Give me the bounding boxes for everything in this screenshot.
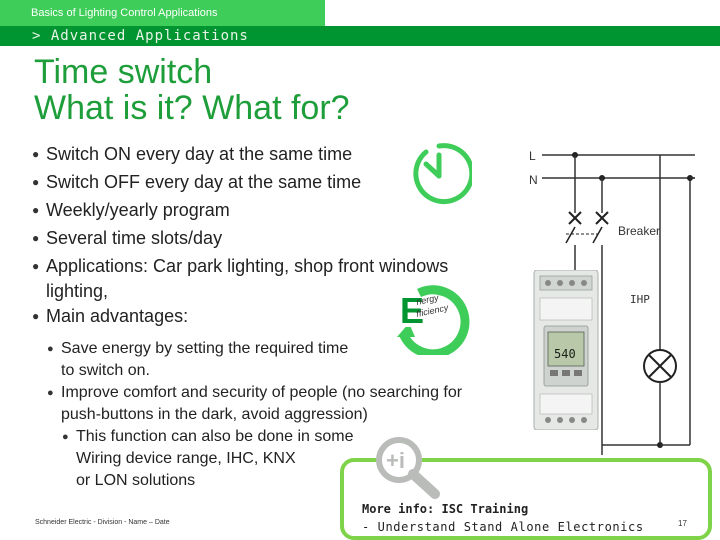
slide-title-line1: Time switch xyxy=(34,53,213,91)
footer-left: Schneider Electric - Division - Name – D… xyxy=(35,519,170,526)
sub-bullet-text: Improve comfort and security of people (… xyxy=(61,384,463,401)
sub-sub-bullet-text: Wiring device range, IHC, KNX xyxy=(76,450,296,467)
section-title: Basics of Lighting Control Applications xyxy=(31,7,218,19)
sub-bullet-item: Improve comfort and security of people (… xyxy=(47,382,512,426)
bullet-text: Applications: Car park lighting, shop fr… xyxy=(46,256,449,276)
wiring-diagram: L N Breaker IHP xyxy=(520,135,716,460)
section-banner: Basics of Lighting Control Applications xyxy=(0,0,325,26)
bullet-list: Switch ON every day at the same time Swi… xyxy=(32,140,512,492)
slide-title-line2: What is it? What for? xyxy=(34,89,350,127)
sub-bullet-text: Save energy by setting the required time xyxy=(61,340,349,357)
ihp-label: IHP xyxy=(630,293,650,306)
svg-text:+i: +i xyxy=(386,448,405,473)
energy-logo-line1: nergy xyxy=(415,292,440,307)
energy-efficiency-logo: E nergy fficiency xyxy=(395,285,475,360)
line-label-N: N xyxy=(529,173,538,187)
breaker-label: Breaker xyxy=(618,224,660,238)
bullet-item: Applications: Car park lighting, shop fr… xyxy=(32,252,512,302)
line-label-L: L xyxy=(529,149,536,163)
sub-sub-bullet-item: This function can also be done in some W… xyxy=(62,426,512,492)
bullet-text-continued: lighting, xyxy=(46,281,109,301)
page-number: 17 xyxy=(678,519,687,528)
info-magnifier-icon: +i xyxy=(373,436,445,505)
breaker-switch-icon xyxy=(565,211,609,244)
time-switch-device-image: 540 xyxy=(530,269,610,435)
slide-title: Time switch What is it? What for? xyxy=(34,54,350,126)
bullet-item: Switch OFF every day at the same time xyxy=(32,168,512,196)
info-title: More info: ISC Training xyxy=(362,502,529,516)
sub-bullet-text: push-buttons in the dark, avoid aggressi… xyxy=(61,406,368,423)
energy-logo-letter: E xyxy=(400,290,424,331)
sub-sub-bullet-text: or LON solutions xyxy=(76,472,196,489)
sub-sub-bullet-text: This function can also be done in some xyxy=(76,428,354,445)
header-bar: Basics of Lighting Control Applications xyxy=(0,0,720,26)
sub-bullet-item: Save energy by setting the required time… xyxy=(47,338,512,382)
bullet-item: Several time slots/day xyxy=(32,224,512,252)
sub-bullet-text: to switch on. xyxy=(61,362,150,379)
device-display-value: 540 xyxy=(554,347,576,361)
bullet-item: Switch ON every day at the same time xyxy=(32,140,512,168)
subsection-bar: > Advanced Applications xyxy=(0,26,720,46)
bullet-item: Main advantages: xyxy=(32,302,512,330)
clock-icon xyxy=(406,140,475,211)
subsection-title: > Advanced Applications xyxy=(32,28,249,44)
info-training-item: - Understand Stand Alone Electronics xyxy=(362,520,644,534)
bullet-item: Weekly/yearly program xyxy=(32,196,512,224)
